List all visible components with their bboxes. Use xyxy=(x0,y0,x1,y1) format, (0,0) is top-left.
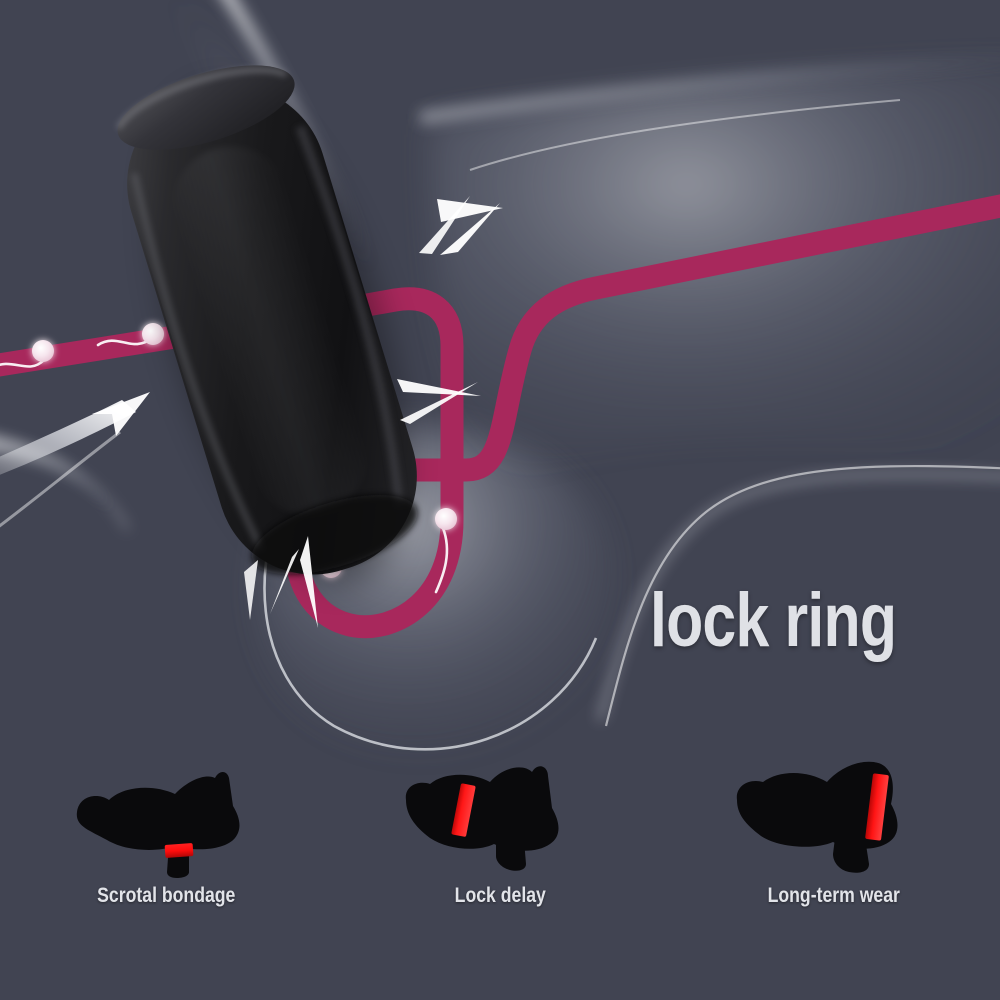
feature-label: Long-term wear xyxy=(767,884,900,907)
red-band xyxy=(164,843,193,858)
red-band xyxy=(451,783,476,837)
pressure-spike xyxy=(400,382,478,424)
red-band xyxy=(865,773,890,841)
blood-cell xyxy=(142,323,164,345)
feature-label: Lock delay xyxy=(454,884,546,907)
flow-arrow xyxy=(0,392,150,528)
scrotal-bondage-icon xyxy=(76,772,240,878)
pressure-spike xyxy=(419,196,470,254)
pressure-spike xyxy=(300,536,318,628)
long-term-wear-icon xyxy=(737,761,898,873)
lock-ring-product[interactable] xyxy=(99,43,455,611)
feature-label: Scrotal bondage xyxy=(97,884,236,907)
blood-cell xyxy=(435,508,457,530)
feature-scrotal-bondage[interactable]: Scrotal bondage xyxy=(17,760,317,950)
blood-cell xyxy=(32,340,54,362)
feature-strip: Scrotal bondage Lock delay xyxy=(0,760,1000,960)
pressure-spike-group xyxy=(244,196,503,628)
feature-lock-delay[interactable]: Lock delay xyxy=(350,760,650,950)
lock-delay-icon xyxy=(405,766,559,871)
pressure-spike xyxy=(270,549,299,614)
pressure-spike xyxy=(244,560,258,620)
feature-long-term-wear[interactable]: Long-term wear xyxy=(683,760,983,950)
pressure-spike xyxy=(440,203,500,255)
